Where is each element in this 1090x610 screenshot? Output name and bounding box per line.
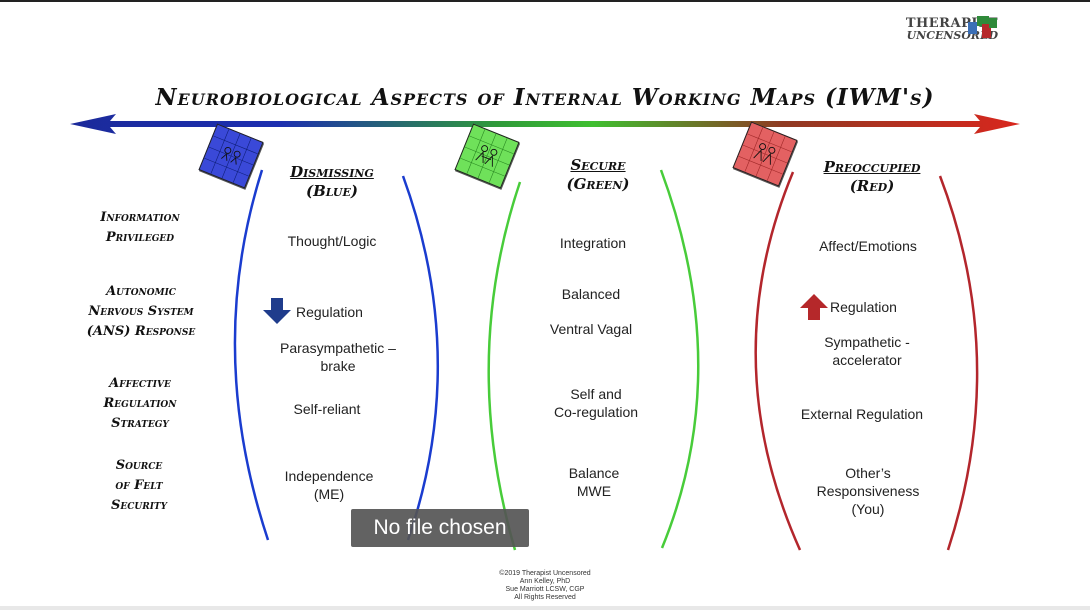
green-left-bracket [487,181,522,551]
cell-line: Balance [568,465,620,481]
row-label-line: Security [110,498,168,513]
secure-map-icon [454,123,520,189]
up-arrow-icon [800,294,828,320]
preoccupied-source: Other’s Responsiveness (You) [798,464,938,518]
footer-line: Ann Kelley, PhD [519,578,571,585]
copyright-footer: ©2019 Therapist Uncensored Ann Kelley, P… [440,570,650,602]
brand-logo-icon [968,16,997,38]
cell-line: Independence [284,468,374,484]
cell-line: (You) [851,501,885,517]
secure-balanced: Balanced [561,286,621,302]
row-label-line: of Felt [115,478,163,493]
preoccupied-map-icon [732,121,798,187]
secure-ans: Ventral Vagal [549,321,633,337]
row-label-line: Source [115,458,163,473]
bottom-border [0,606,1090,610]
no-file-chosen-tooltip: No file chosen [351,509,529,547]
row-label-line: Regulation [103,396,177,411]
dismissing-color-label: (Blue) [306,182,358,200]
cell-line: Parasympathetic – [280,340,396,356]
top-border [0,0,1090,2]
preoccupied-info: Affect/Emotions [819,238,917,254]
row-label-ans: Autonomic Nervous System (ANS) Response [56,282,226,342]
red-left-bracket [754,171,802,551]
row-label-line: Nervous System [88,304,194,319]
spectrum-arrow [70,114,1020,134]
red-right-bracket [938,175,979,551]
row-label-line: Privileged [105,230,175,245]
secure-source: Balance MWE [528,464,660,500]
row-label-line: Strategy [111,416,169,431]
green-right-bracket [659,169,700,549]
cell-line: Co-regulation [553,404,639,420]
secure-affect: Self and Co-regulation [528,385,664,421]
dismissing-source: Independence (ME) [262,467,396,503]
footer-line: Sue Marriott LCSW, CGP [505,586,585,593]
cell-line: Responsiveness [816,483,920,499]
dismissing-title: Dismissing [290,163,374,181]
footer-line: ©2019 Therapist Uncensored [499,570,591,577]
cell-line: brake [320,358,356,374]
row-label-line: Autonomic [106,284,176,299]
row-label-information: Information Privileged [60,208,220,248]
row-label-affective: Affective Regulation Strategy [60,374,220,434]
secure-header: Secure (Green) [528,156,668,194]
cell-line: Other’s [845,465,891,481]
preoccupied-title: Preoccupied [823,158,921,176]
secure-title: Secure [570,156,626,174]
preoccupied-regulation: Regulation [830,299,897,315]
dismissing-map-icon [198,123,264,189]
cell-line: Self and [570,386,622,402]
preoccupied-affect: External Regulation [800,406,924,422]
cell-line: (ME) [313,486,345,502]
secure-color-label: (Green) [566,175,630,193]
dismissing-header: Dismissing (Blue) [262,163,402,201]
preoccupied-header: Preoccupied (Red) [792,158,952,196]
dismissing-affect: Self-reliant [293,401,361,417]
dismissing-info: Thought/Logic [287,233,377,249]
row-label-line: Affective [109,376,171,391]
preoccupied-ans: Sympathetic - accelerator [802,333,932,369]
row-label-line: Information [100,210,180,225]
slide-title: Neurobiological Aspects of Internal Work… [155,84,935,111]
row-label-line: (ANS) Response [86,324,196,339]
footer-line: All Rights Reserved [514,594,576,601]
row-label-source: Source of Felt Security [64,456,214,516]
preoccupied-color-label: (Red) [849,177,895,195]
dismissing-ans: Parasympathetic – brake [262,339,414,375]
secure-info: Integration [559,235,627,251]
cell-line: MWE [576,483,612,499]
dismissing-regulation: Regulation [296,304,363,320]
cell-line: Sympathetic - [824,334,910,350]
down-arrow-icon [263,298,291,324]
cell-line: accelerator [832,352,902,368]
